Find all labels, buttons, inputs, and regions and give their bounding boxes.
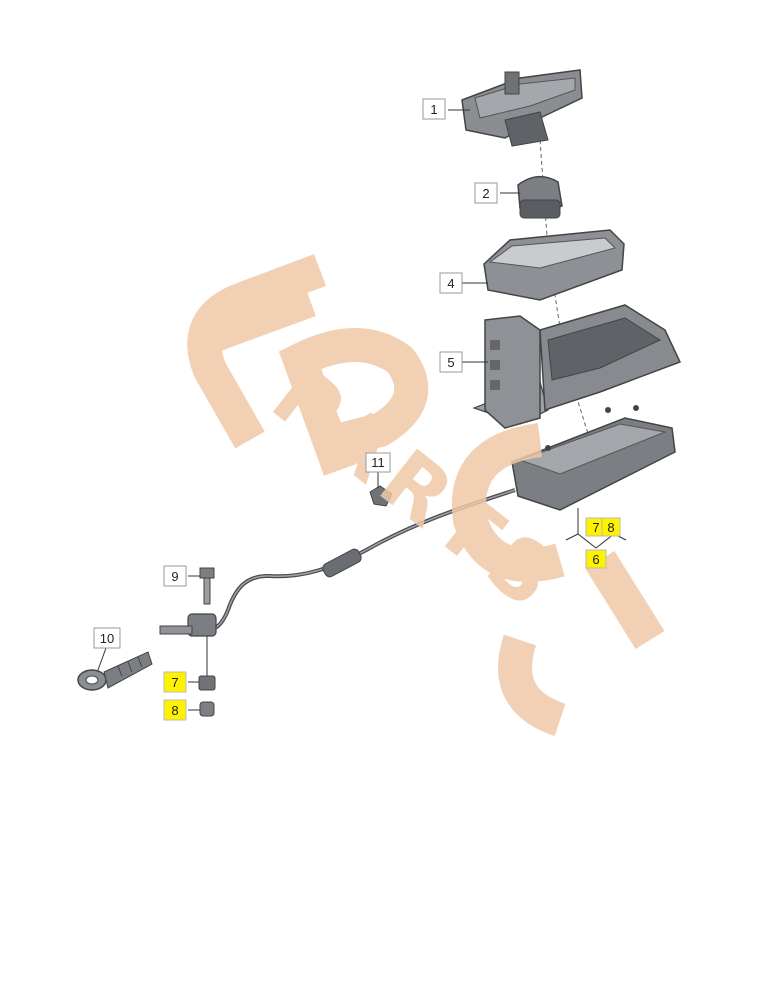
svg-text:10: 10 — [100, 631, 114, 646]
svg-text:2: 2 — [482, 186, 489, 201]
part-7-nut — [198, 675, 216, 691]
callout-10[interactable]: 10 — [93, 627, 121, 649]
callout-11[interactable]: 11 — [365, 452, 391, 473]
watermark-logo-e — [187, 254, 326, 449]
callout-9[interactable]: 9 — [163, 565, 187, 587]
svg-text:9: 9 — [171, 569, 178, 584]
svg-text:7: 7 — [592, 520, 599, 535]
watermark-logo-p — [278, 328, 429, 476]
svg-text:8: 8 — [171, 703, 178, 718]
part-6-mechanism — [511, 405, 676, 511]
svg-text:7: 7 — [171, 675, 178, 690]
callout-8-bottom[interactable]: 8 — [163, 699, 187, 721]
callout-6[interactable]: 6 — [585, 549, 607, 569]
watermark-logo-u — [498, 550, 665, 737]
svg-text:1: 1 — [430, 102, 437, 117]
callout-5[interactable]: 5 — [439, 351, 463, 373]
part-8-bush — [199, 701, 215, 717]
part-1-selector-top — [461, 69, 583, 147]
cable-end-bracket — [159, 613, 217, 637]
callout-4[interactable]: 4 — [439, 272, 463, 294]
callout-2[interactable]: 2 — [474, 182, 498, 204]
part-2-socket — [517, 176, 563, 219]
parts-drawing — [77, 69, 682, 717]
part-9-bolt — [199, 567, 215, 605]
svg-text:8: 8 — [607, 520, 614, 535]
svg-text:6: 6 — [592, 552, 599, 567]
callouts: 1 2 4 5 6 7 8 7 — [93, 98, 621, 721]
svg-text:11: 11 — [371, 455, 385, 470]
callout-7-bottom[interactable]: 7 — [163, 671, 187, 693]
svg-text:4: 4 — [447, 276, 454, 291]
part-5-housing — [472, 304, 682, 429]
part-4-cover — [483, 229, 625, 301]
svg-text:5: 5 — [447, 355, 454, 370]
watermark-logo-c — [451, 423, 565, 582]
callout-1[interactable]: 1 — [422, 98, 446, 120]
callout-8-top[interactable]: 8 — [601, 517, 621, 537]
part-10-rod — [77, 651, 153, 691]
